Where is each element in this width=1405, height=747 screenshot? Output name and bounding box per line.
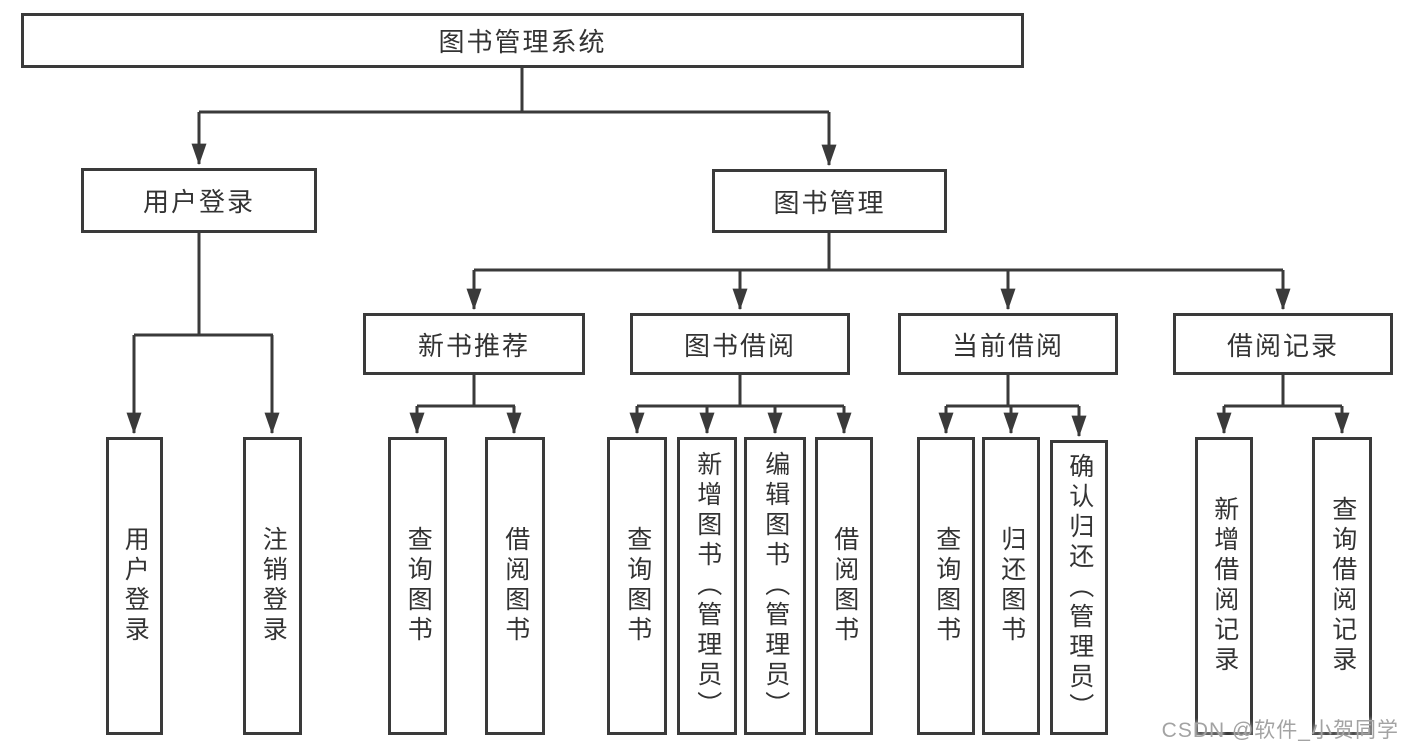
node-current-borrowing: 当前借阅 bbox=[898, 313, 1118, 375]
leaf-recommend-query-books: 查询图书 bbox=[388, 437, 447, 735]
leaf-edit-books-admin: 编辑图书（管理员） bbox=[744, 437, 806, 735]
leaf-logout: 注销登录 bbox=[243, 437, 302, 735]
leaf-query-borrow-record: 查询借阅记录 bbox=[1312, 437, 1372, 735]
node-borrowing-records: 借阅记录 bbox=[1173, 313, 1393, 375]
leaf-user-login: 用户登录 bbox=[106, 437, 163, 735]
csdn-watermark: CSDN @软件_小贺同学 bbox=[1161, 719, 1399, 742]
node-book-borrowing: 图书借阅 bbox=[630, 313, 850, 375]
leaf-return-books: 归还图书 bbox=[982, 437, 1040, 735]
leaf-borrow-books: 借阅图书 bbox=[815, 437, 873, 735]
node-book-management: 图书管理 bbox=[712, 169, 947, 233]
leaf-recommend-borrow-books: 借阅图书 bbox=[485, 437, 545, 735]
leaf-current-query-books: 查询图书 bbox=[917, 437, 975, 735]
node-library-system: 图书管理系统 bbox=[21, 13, 1024, 68]
leaf-confirm-return-admin: 确认归还（管理员） bbox=[1050, 440, 1108, 735]
node-user-login: 用户登录 bbox=[81, 168, 317, 233]
node-new-book-recommend: 新书推荐 bbox=[363, 313, 585, 375]
leaf-add-borrow-record: 新增借阅记录 bbox=[1195, 437, 1253, 735]
leaf-borrowing-query-books: 查询图书 bbox=[607, 437, 667, 735]
leaf-add-books-admin: 新增图书（管理员） bbox=[677, 437, 737, 735]
